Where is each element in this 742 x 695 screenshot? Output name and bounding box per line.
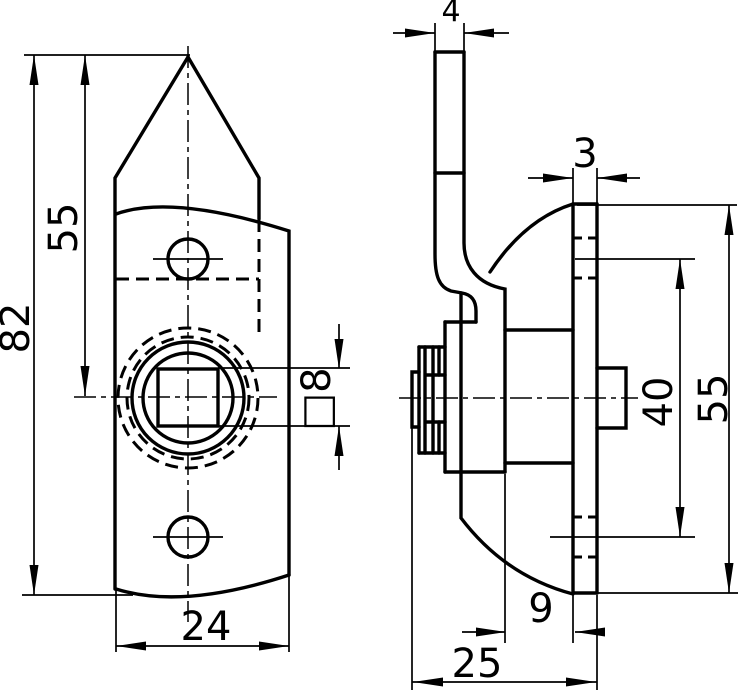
dim-plate-height-label: 55	[691, 374, 737, 425]
front-view-centerlines	[74, 46, 277, 622]
arrowhead	[116, 641, 146, 651]
dim-boss-depth-label: 9	[528, 586, 553, 632]
dim-overall-depth-label: 25	[452, 641, 503, 687]
dim-square-hole-label: □8	[294, 367, 340, 430]
arrowhead	[80, 366, 90, 396]
bar-left-face	[433, 50, 478, 324]
arrowhead	[29, 565, 39, 595]
arrowhead	[597, 173, 627, 183]
plate-top-arc-right-edge	[114, 205, 291, 577]
arrowhead	[724, 205, 734, 235]
front-view: 82 55 24 □8	[0, 46, 350, 652]
dome-front-face	[459, 291, 575, 596]
spindle-front-end	[410, 370, 421, 429]
tongue-left-slant	[113, 55, 190, 591]
dome-top-arc	[488, 202, 575, 274]
arrowhead	[675, 259, 685, 289]
plate-bottom-arc	[114, 573, 291, 599]
arrowhead	[405, 28, 435, 38]
arrowhead	[334, 426, 344, 456]
dim-rim-thickness-label: 3	[572, 131, 597, 177]
dim-bar-thickness-label: 4	[441, 0, 460, 29]
arrowhead	[575, 627, 605, 637]
arrowhead	[29, 55, 39, 85]
arrowhead	[476, 627, 506, 637]
dim-width-label: 24	[181, 604, 232, 650]
dim-center-height-label: 55	[41, 203, 87, 254]
bar-right-face-boss-front	[462, 50, 507, 474]
side-view-dimensions: 4 3 40 55 9 25	[393, 0, 738, 690]
front-view-outline	[113, 55, 291, 599]
arrowhead	[80, 55, 90, 85]
dim-hole-spacing-label: 40	[636, 377, 682, 428]
side-view-hidden-lines	[573, 236, 597, 559]
arrowhead	[566, 677, 596, 687]
tongue-right-slant	[186, 55, 261, 221]
arrowhead	[543, 173, 573, 183]
arrowhead	[724, 563, 734, 593]
arrowhead	[334, 339, 344, 369]
arrowhead	[464, 28, 494, 38]
arrowhead	[675, 507, 685, 537]
front-view-dimensions: 82 55 24 □8	[0, 54, 350, 652]
side-view: 4 3 40 55 9 25	[393, 0, 738, 690]
arrowhead	[413, 677, 443, 687]
arrowhead	[259, 641, 289, 651]
dim-overall-height-label: 82	[0, 303, 39, 354]
